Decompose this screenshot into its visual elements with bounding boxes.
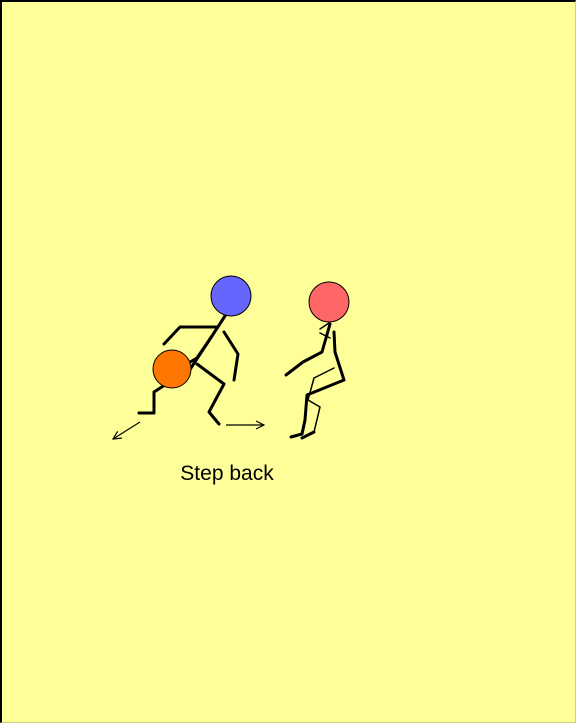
defender-foot	[302, 432, 314, 438]
arrow-left-down-icon	[113, 422, 140, 439]
defender-back-leg	[291, 380, 344, 437]
ball-handler-front-leg	[197, 364, 224, 424]
defender-front-leg	[308, 368, 334, 432]
defender-torso	[286, 324, 330, 375]
blue-head-icon	[211, 276, 251, 316]
ball-handler-front-arm	[224, 332, 238, 380]
drill-caption: Step back	[152, 462, 302, 486]
defender-figure	[286, 323, 344, 438]
basketball-icon	[153, 350, 191, 388]
defender-arm	[334, 332, 344, 380]
red-head-icon	[309, 282, 349, 322]
